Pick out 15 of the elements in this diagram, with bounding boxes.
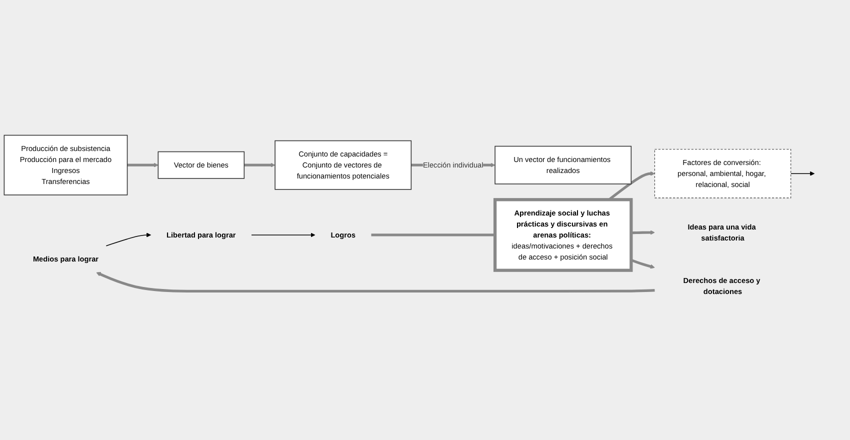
node-box (4, 134, 128, 196)
node-box (494, 146, 632, 184)
connector (371, 234, 496, 236)
arrow (631, 230, 655, 235)
arrow (790, 171, 815, 176)
arrow (244, 162, 276, 168)
node-box (274, 140, 412, 190)
arrow (127, 162, 158, 168)
arrow (251, 232, 316, 238)
arrow (630, 258, 655, 269)
node-box (158, 151, 245, 179)
node-box (654, 149, 792, 198)
node-box (493, 198, 633, 272)
arrow (106, 232, 152, 246)
arrow (96, 272, 655, 292)
